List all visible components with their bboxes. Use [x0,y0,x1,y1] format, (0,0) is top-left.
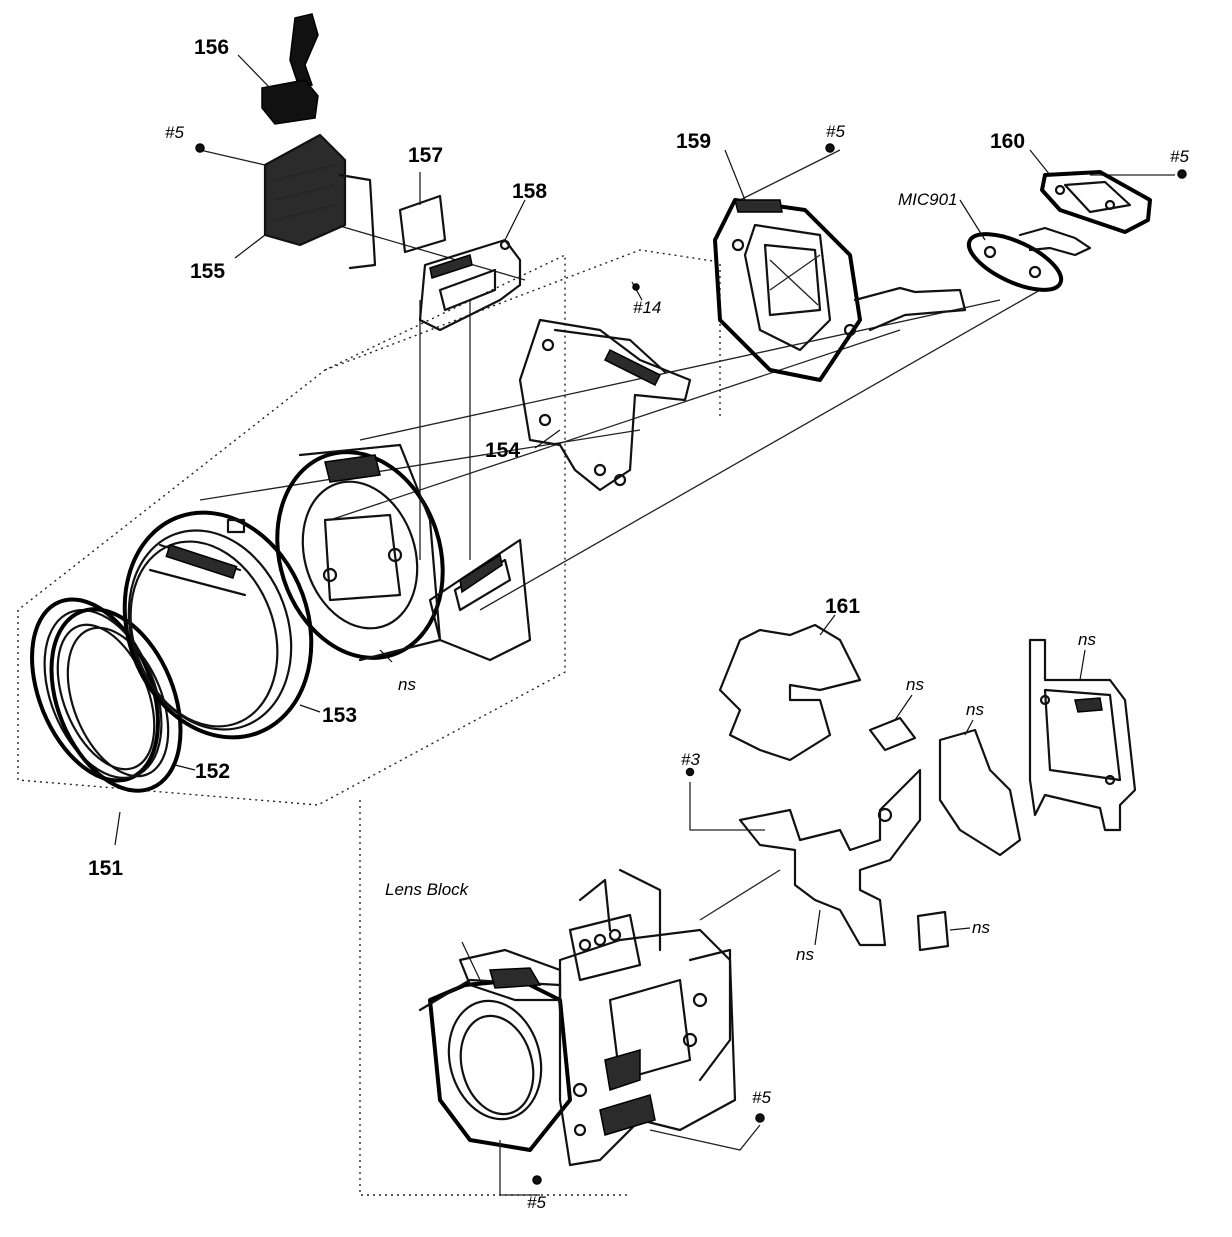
label-screw-14: #14 [633,298,661,317]
lens-block [418,868,781,1196]
label-151: 151 [88,857,123,880]
label-ns-bottom-plate: ns [796,945,814,964]
part-158-holder [418,238,522,332]
label-ns-sheet: ns [966,700,984,719]
part-157-sheet [398,194,447,254]
part-160-mic-holder [1040,169,1187,234]
part-156-top-button [261,13,319,125]
ns-sheet-2 [938,728,1022,857]
ns-small-sheet-3 [916,910,950,952]
label-mic901: MIC901 [898,190,958,209]
label-157: 157 [408,144,443,167]
label-ns-right-frame: ns [1078,630,1096,649]
label-158: 158 [512,180,547,203]
label-ns-bottom-small: ns [972,918,990,937]
ns-small-sheet-1 [868,716,917,752]
label-leader-lines [114,54,1086,946]
label-156: 156 [194,36,229,59]
label-160: 160 [990,130,1025,153]
label-155: 155 [190,260,225,283]
part-153-barrel-ring [122,510,314,740]
label-152: 152 [195,760,230,783]
label-159: 159 [676,130,711,153]
label-ns-small-sheet: ns [906,675,924,694]
part-154-bracket-plate [518,281,692,492]
label-154: 154 [485,439,520,462]
bottom-shield-plate [685,767,922,947]
label-161: 161 [825,595,860,618]
label-screw-5-top-right: #5 [1170,147,1189,166]
part-159-rear-frame [713,143,967,382]
part-152-lens-ring [49,607,183,793]
label-lens-block: Lens Block [385,880,470,899]
label-screw-3: #3 [681,750,700,769]
part-mic901-microphone [966,226,1092,292]
label-153: 153 [322,704,357,727]
part-161-shield-sheet [718,623,862,762]
label-screw-5-top-left: #5 [165,123,184,142]
front-cabinet [275,443,532,662]
label-screw-5-bottom: #5 [527,1193,546,1212]
lens-block-frame [359,800,630,1196]
label-screw-5-bottom-right: #5 [752,1088,771,1107]
label-ns-front-cabinet: ns [398,675,416,694]
lens-cover-assembly-frame [17,249,721,806]
label-screw-5-top-center: #5 [826,122,845,141]
ns-right-frame [1028,638,1137,832]
